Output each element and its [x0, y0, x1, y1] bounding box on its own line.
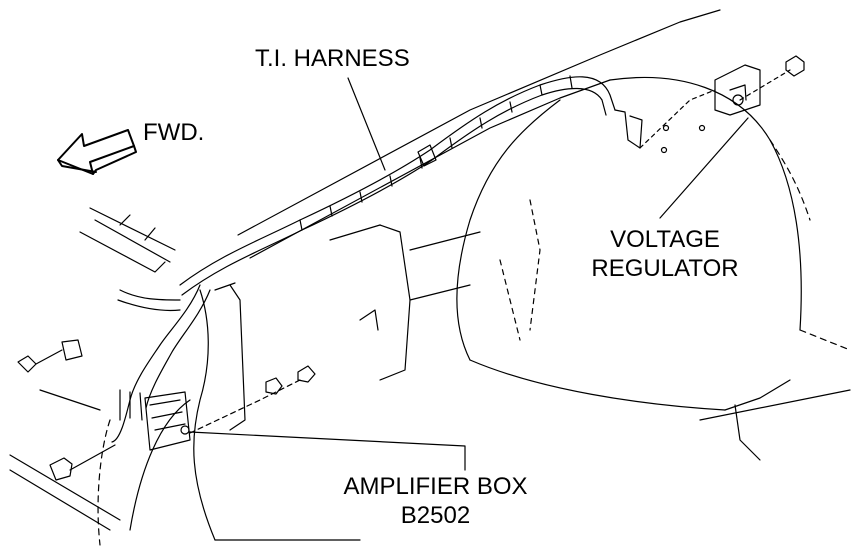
body-panel-outline — [10, 10, 850, 545]
amplifier-box-part — [18, 340, 315, 480]
voltage-regulator-label-line-2: REGULATOR — [591, 255, 739, 282]
ti-harness-label: T.I. HARNESS — [255, 45, 410, 72]
amplifier-leader — [190, 432, 465, 470]
voltage-regulator-label-line-1: VOLTAGE — [610, 226, 720, 253]
amplifier-box-label: AMPLIFIER BOX B2502 — [328, 472, 543, 530]
amplifier-box-label-line-1: AMPLIFIER BOX — [343, 473, 528, 500]
forward-direction-label: FWD. — [143, 119, 205, 146]
amplifier-box-part-number: B2502 — [400, 502, 471, 529]
leader-lines — [190, 78, 748, 470]
voltage-regulator-part — [615, 56, 804, 153]
ti-harness-wire — [112, 76, 615, 442]
voltage-regulator-label: VOLTAGE REGULATOR — [580, 225, 750, 283]
harness-leader — [348, 78, 385, 170]
regulator-leader — [660, 118, 748, 218]
forward-arrow-icon — [58, 130, 136, 174]
